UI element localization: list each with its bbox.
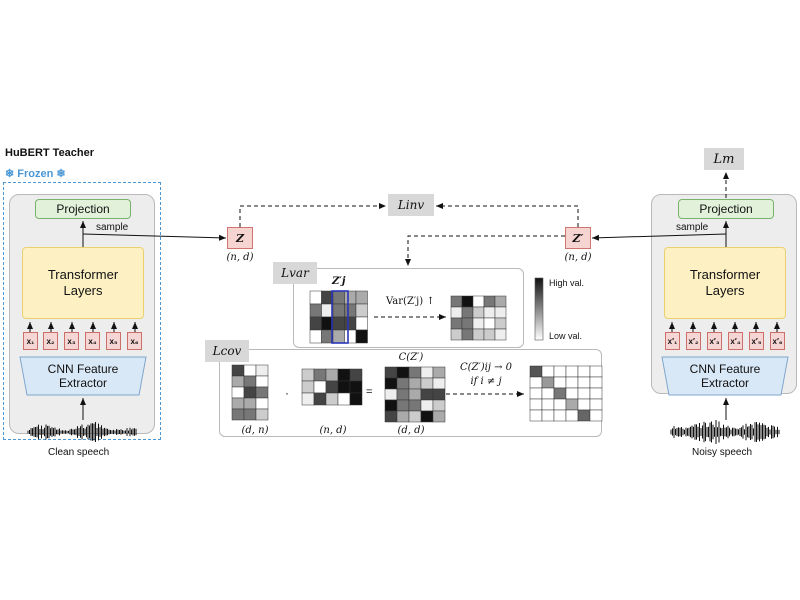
left-sample-to-z-arrow xyxy=(82,233,227,241)
right-input-label: Noisy speech xyxy=(692,447,753,458)
left-token-3: x₃ xyxy=(64,332,79,350)
z-right-shape: (n, d) xyxy=(564,252,592,263)
loss-inv-box: Linv xyxy=(388,194,434,216)
left-projection-label: Projection xyxy=(56,202,110,216)
cov-matrix-3 xyxy=(384,366,446,423)
z-left-label: Z xyxy=(235,231,245,245)
left-token-1: x₁ xyxy=(23,332,38,350)
right-cnn-label: CNN Feature Extractor xyxy=(689,362,761,390)
right-token-arrows xyxy=(669,322,780,332)
left-input-label: Clean speech xyxy=(48,447,110,458)
right-transformer-block: Transformer Layers xyxy=(664,247,786,319)
clean-speech-waveform xyxy=(27,422,137,442)
right-projection-block: Projection xyxy=(678,199,774,219)
right-sample-to-z-arrow xyxy=(591,233,727,241)
left-transformer-block: Transformer Layers xyxy=(22,247,144,319)
right-token-label: x′₆ xyxy=(772,336,783,346)
z-right-box: Z′ xyxy=(565,227,591,249)
cov-condition-2: if i ≠ j xyxy=(470,376,502,387)
left-token-arrows xyxy=(27,322,138,332)
legend-high-label: High val. xyxy=(549,278,585,288)
left-token-label: x₄ xyxy=(88,336,97,346)
right-token-1: x′₁ xyxy=(665,332,680,350)
left-token-label: x₁ xyxy=(26,336,35,346)
loss-m-label: Lm xyxy=(713,151,735,167)
left-projection-block: Projection xyxy=(35,199,131,219)
left-token-label: x₅ xyxy=(109,336,118,346)
left-transformer-label: Transformer Layers xyxy=(47,267,119,298)
right-sample-label: sample xyxy=(676,222,709,233)
var-column-highlight xyxy=(331,290,349,344)
frozen-label: ❄ Frozen ❄ xyxy=(5,168,66,180)
cov-mat3-title: C(Z′) xyxy=(398,352,424,363)
var-input-matrix xyxy=(309,290,368,344)
loss-m-box: Lm xyxy=(704,148,744,170)
var-formula: Var(Z′j) ↑ xyxy=(386,296,435,307)
left-cnn-label: CNN Feature Extractor xyxy=(47,362,119,390)
teacher-title: HuBERT Teacher xyxy=(5,147,95,159)
left-sample-label: sample xyxy=(96,222,129,233)
left-token-5: x₅ xyxy=(106,332,121,350)
right-cnn-block xyxy=(661,356,789,396)
var-column-label: Z′j xyxy=(332,276,346,287)
right-token-label: x′₃ xyxy=(709,336,720,346)
right-token-6: x′₆ xyxy=(770,332,785,350)
loss-var-box: Lvar xyxy=(273,262,317,284)
left-token-label: x₆ xyxy=(130,336,139,346)
left-cnn-block xyxy=(19,356,147,396)
z-right-label: Z′ xyxy=(572,231,584,245)
right-token-2: x′₂ xyxy=(686,332,701,350)
cov-condition-1: C(Z′)ij → 0 xyxy=(459,362,513,373)
dot-operator: · xyxy=(285,386,289,400)
right-transformer-label: Transformer Layers xyxy=(689,267,761,298)
zprime-to-linv-connector xyxy=(436,203,579,227)
left-token-label: x₂ xyxy=(46,336,55,346)
cov-mat3-shape: (d, d) xyxy=(397,425,425,436)
legend-low-label: Low val. xyxy=(549,331,583,341)
right-token-label: x′₂ xyxy=(688,336,699,346)
right-projection-label: Projection xyxy=(699,202,753,216)
loss-cov-box: Lcov xyxy=(205,340,249,362)
left-token-4: x₄ xyxy=(85,332,100,350)
left-token-2: x₂ xyxy=(43,332,58,350)
right-token-3: x′₃ xyxy=(707,332,722,350)
right-token-4: x′₄ xyxy=(728,332,743,350)
left-token-6: x₆ xyxy=(127,332,142,350)
cov-mat2-shape: (n, d) xyxy=(319,425,347,436)
z-to-linv-connector xyxy=(239,203,386,227)
right-token-label: x′₁ xyxy=(667,336,678,346)
right-token-5: x′₅ xyxy=(749,332,764,350)
z-left-box: Z xyxy=(227,227,253,249)
zprime-to-variance-connector xyxy=(405,235,565,266)
cov-matrix-1 xyxy=(231,364,269,421)
right-token-label: x′₅ xyxy=(751,336,762,346)
cov-matrix-2 xyxy=(301,368,363,406)
cov-mat1-shape: (d, n) xyxy=(241,425,269,436)
noisy-speech-waveform xyxy=(670,420,780,444)
z-left-shape: (n, d) xyxy=(226,252,254,263)
left-token-label: x₃ xyxy=(67,336,76,346)
loss-var-label: Lvar xyxy=(281,266,309,280)
loss-inv-label: Linv xyxy=(397,198,425,212)
equals-operator: = xyxy=(366,386,373,398)
var-output-matrix xyxy=(450,295,507,341)
value-legend-bar xyxy=(534,277,544,341)
cov-result-matrix xyxy=(529,365,603,422)
loss-cov-label: Lcov xyxy=(212,344,242,358)
right-token-label: x′₄ xyxy=(730,336,741,346)
